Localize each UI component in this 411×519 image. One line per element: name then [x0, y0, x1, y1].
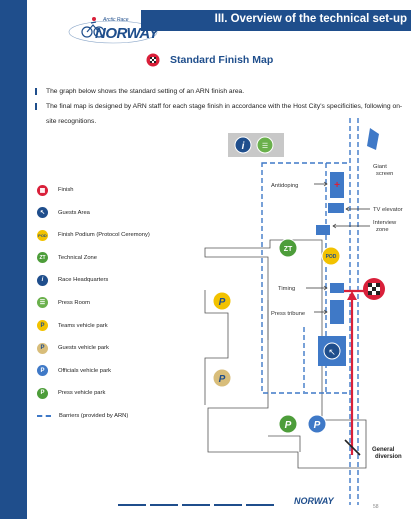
pod-icon: [321, 246, 341, 266]
pod-icon: POD: [37, 229, 48, 241]
parking-icon: P: [37, 365, 48, 377]
legend-label: Press Room: [58, 299, 90, 306]
section-title-bar: III. Overview of the technical set-up: [141, 10, 411, 31]
technical-zone-icon: [278, 238, 298, 258]
svg-text:↖: ↖: [328, 347, 336, 357]
legend-label: Finish: [58, 187, 74, 193]
legend-item-technical-zone: ZT Technical Zone: [37, 252, 150, 264]
legend-item-guests-park: P Guests vehicle park: [37, 342, 150, 354]
legend-label: Teams vehicle park: [58, 322, 108, 329]
logo-subtitle: Arctic Race: [103, 17, 129, 23]
svg-text:+: +: [334, 180, 340, 191]
guests-park-icon: [212, 368, 232, 388]
map-legend: ▦ Finish ↖ Guests Area POD Finish Podium (P…: [37, 184, 150, 435]
svg-text:i: i: [242, 141, 245, 152]
legend-label: Guests vehicle park: [58, 345, 109, 352]
legend-item-officials-park: P Officials vehicle park: [37, 365, 150, 377]
antidoping-box: [330, 172, 344, 198]
guests-area-icon: [323, 342, 341, 360]
page-number: 58: [373, 504, 379, 510]
bullet-item: The final map is designed by ARN staff f…: [34, 99, 404, 129]
interview-zone-box: [316, 225, 330, 235]
legend-label: Press vehicle park: [58, 390, 106, 397]
legend-item-barriers: Barriers (provided by ARN): [37, 412, 150, 420]
giant-screen-box: [367, 128, 379, 150]
press-room-icon: [256, 136, 274, 154]
page-header: Arctic Race NORWAY III. Overview of the …: [27, 0, 411, 44]
legend-item-finish: ▦ Finish: [37, 184, 150, 196]
press-room-icon: ☰: [37, 297, 48, 309]
legend-label: Finish Podium (Protocol Ceremony): [58, 232, 150, 239]
left-sidebar-band: [0, 0, 27, 519]
barrier-zone: [261, 162, 327, 394]
legend-item-race-hq: i Race Headquarters: [37, 274, 150, 286]
road-outline: [268, 435, 301, 452]
guests-area-icon: ↖: [37, 207, 48, 219]
legend-item-guests-area: ↖ Guests Area: [37, 207, 150, 219]
info-icon: [234, 136, 252, 154]
officials-park-icon: [307, 414, 327, 434]
info-icon: i: [37, 274, 48, 286]
svg-text:P: P: [314, 420, 321, 431]
legend-item-press-room: ☰ Press Room: [37, 297, 150, 309]
parking-icon: P: [37, 342, 48, 354]
barrier-icon: [37, 414, 51, 417]
section-title: III. Overview of the technical set-up: [214, 13, 407, 25]
technical-zone-icon: ZT: [37, 252, 48, 264]
legend-item-teams-park: P Teams vehicle park: [37, 320, 150, 332]
tv-elevator-label: TV elevator: [373, 207, 403, 213]
parking-icon: P: [37, 320, 48, 332]
page-title-row: Standard Finish Map: [146, 52, 273, 68]
road-outline: [204, 290, 229, 405]
legend-label: Barriers (provided by ARN): [59, 412, 129, 419]
intro-bullets: The graph below shows the standard setti…: [34, 84, 404, 129]
teams-park-icon: [212, 291, 232, 311]
parking-icon: P: [37, 387, 48, 399]
svg-text:P: P: [219, 374, 226, 385]
page-title: Standard Finish Map: [170, 54, 274, 66]
svg-text:P: P: [219, 297, 226, 308]
legend-label: Officials vehicle park: [58, 367, 112, 374]
timing-box: [330, 283, 344, 293]
timing-label: Timing: [278, 286, 295, 292]
press-park-icon: [278, 414, 298, 434]
checkered-flag-icon: [146, 53, 160, 67]
press-tribune-box: [330, 300, 344, 324]
legend-item-press-park: P Press vehicle park: [37, 387, 150, 399]
legend-item-podium: POD Finish Podium (Protocol Ceremony): [37, 229, 150, 241]
tv-elevator-box: [328, 203, 344, 213]
footer-logo: NORWAY: [294, 496, 334, 506]
podium-label: POD: [326, 254, 337, 260]
legend-label: Guests Area: [58, 209, 90, 216]
checkered-flag-icon: ▦: [37, 184, 48, 196]
legend-label: Race Headquarters: [58, 277, 109, 284]
legend-label: Technical Zone: [58, 254, 97, 261]
diversion-line: [344, 439, 361, 456]
bullet-item: The graph below shows the standard setti…: [34, 84, 404, 99]
svg-text:☰: ☰: [262, 143, 268, 150]
cyclist-logo-icon: [68, 17, 158, 44]
antidoping-label: Antidoping: [271, 183, 298, 189]
footer-stripe: [118, 504, 278, 506]
svg-text:P: P: [285, 420, 292, 431]
press-tribune-label: Press tribune: [271, 311, 305, 317]
technical-zone-label: ZT: [284, 246, 293, 253]
